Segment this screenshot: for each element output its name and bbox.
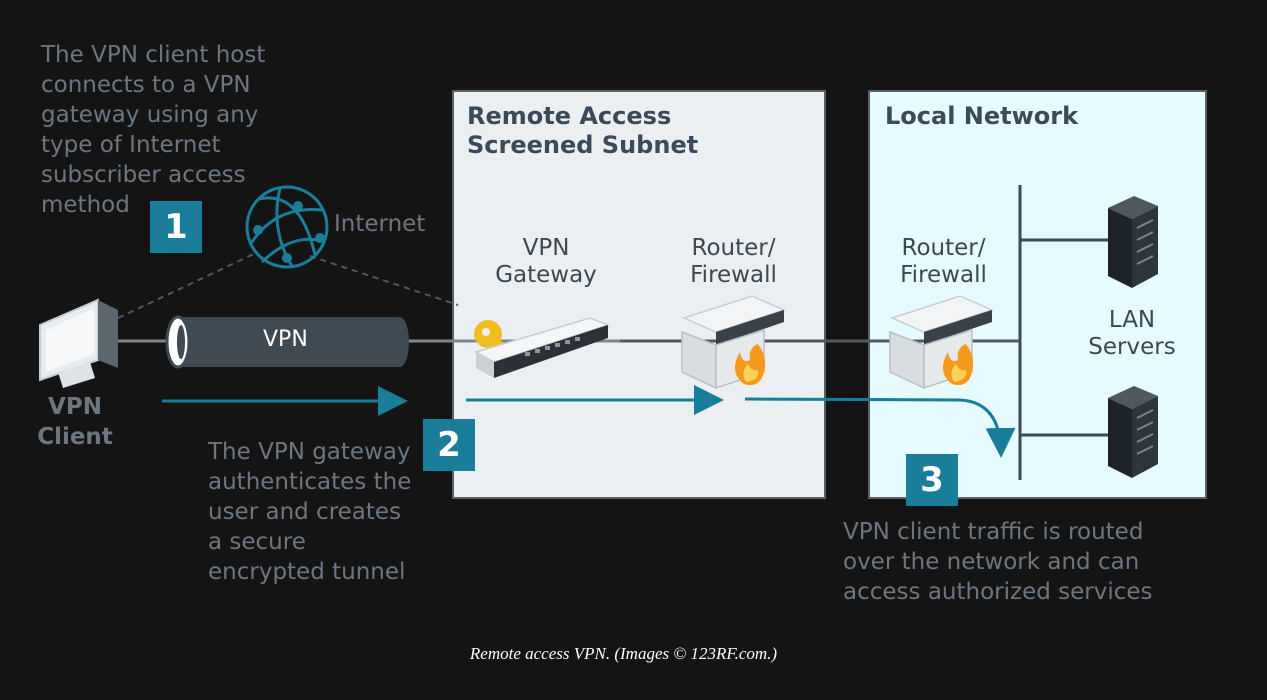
screened-subnet-zone: [452, 90, 826, 499]
computer-icon: [39, 298, 118, 388]
router-firewall-2-label: Router/ Firewall: [900, 235, 987, 288]
server-rack-icon: [1108, 196, 1158, 288]
step1-badge: 1: [150, 201, 202, 253]
vpn-tunnel: [165, 315, 409, 369]
internet-label: Internet: [334, 211, 426, 237]
lan-servers-label: LAN Servers: [1088, 307, 1176, 360]
step2-note: The VPN gateway authenticates the user a…: [208, 439, 412, 585]
globe-icon: [245, 185, 329, 269]
server-rack-icon: [1108, 386, 1158, 478]
internet-link-gateway: [309, 255, 459, 306]
local-network-title: Local Network: [885, 102, 1079, 130]
vpn-tunnel-label: VPN: [263, 327, 308, 352]
vpn-client-label: VPN Client: [37, 394, 113, 450]
internet-link-client: [117, 251, 259, 319]
step1-note: The VPN client host connects to a VPN ga…: [41, 42, 266, 218]
firewall-icon: [889, 295, 995, 390]
step2-badge: 2: [423, 419, 475, 471]
figure-caption: Remote access VPN. (Images © 123RF.com.): [469, 644, 778, 663]
step3-note: VPN client traffic is routed over the ne…: [843, 519, 1153, 605]
step3-badge: 3: [906, 454, 958, 506]
router-firewall-1-label: Router/ Firewall: [690, 235, 777, 288]
screened-subnet-title: Remote Access Screened Subnet: [467, 102, 699, 159]
firewall-icon: [681, 295, 787, 390]
vpn-gateway-label: VPN Gateway: [495, 235, 597, 288]
